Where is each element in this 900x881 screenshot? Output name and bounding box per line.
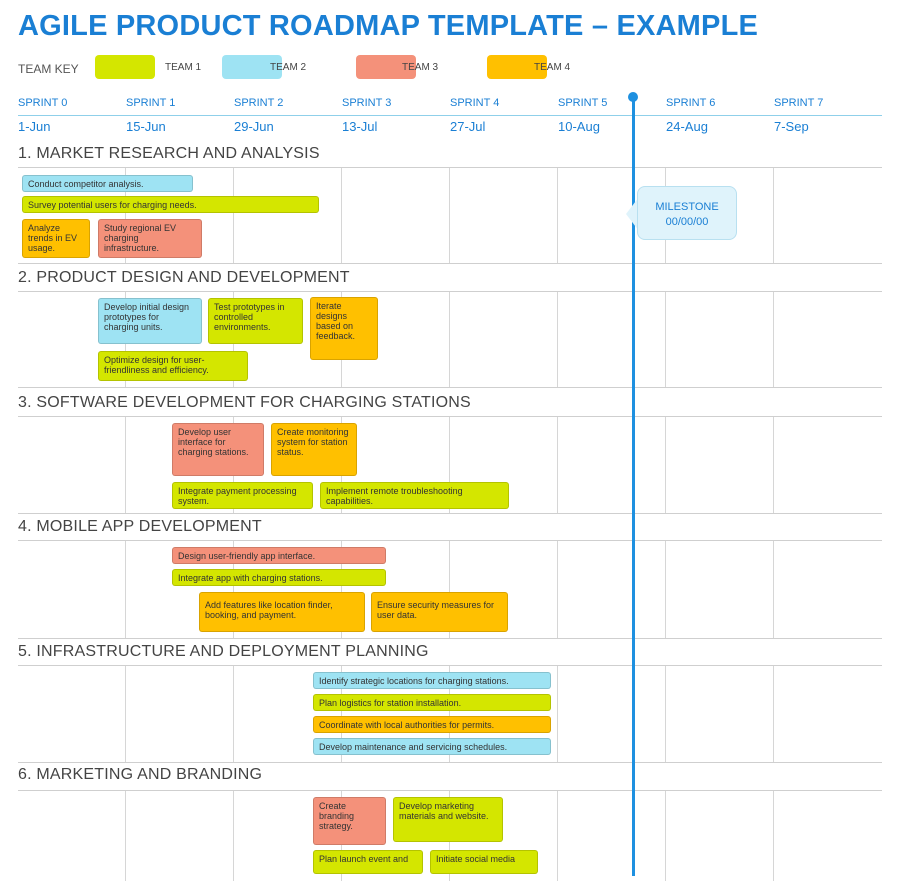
header-divider: [18, 115, 882, 116]
task-card[interactable]: Plan launch event and: [313, 850, 423, 874]
section-grid: Identify strategic locations for chargin…: [18, 665, 882, 763]
sprint-7-date: 7-Sep: [774, 119, 809, 134]
milestone-callout-arrow: [626, 197, 639, 231]
task-card[interactable]: Create branding strategy.: [313, 797, 386, 845]
sprint-6-date: 24-Aug: [666, 119, 708, 134]
milestone-callout[interactable]: MILESTONE 00/00/00: [637, 186, 737, 240]
task-card[interactable]: Study regional EV charging infrastructur…: [98, 219, 202, 258]
section-grid: Design user-friendly app interface. Inte…: [18, 540, 882, 639]
task-card[interactable]: Identify strategic locations for chargin…: [313, 672, 551, 689]
team-2-label: TEAM 2: [270, 62, 307, 73]
section-title: 2. PRODUCT DESIGN AND DEVELOPMENT: [18, 269, 350, 286]
team-1-label: TEAM 1: [165, 62, 202, 73]
task-card[interactable]: Design user-friendly app interface.: [172, 547, 386, 564]
sprint-4-date: 27-Jul: [450, 119, 486, 134]
team-1-swatch: [95, 55, 155, 79]
task-card[interactable]: Conduct competitor analysis.: [22, 175, 193, 192]
team-3-swatch: [356, 55, 416, 79]
sprint-5-name: SPRINT 5: [558, 97, 608, 109]
team-2-swatch: [222, 55, 282, 79]
sprint-2-name: SPRINT 2: [234, 97, 284, 109]
task-card[interactable]: Ensure security measures for user data.: [371, 592, 508, 632]
sprint-6-name: SPRINT 6: [666, 97, 716, 109]
task-card[interactable]: Create monitoring system for station sta…: [271, 423, 357, 476]
page-title: AGILE PRODUCT ROADMAP TEMPLATE – EXAMPLE: [18, 10, 759, 42]
team-4-swatch: [487, 55, 547, 79]
task-card[interactable]: Add features like location finder, booki…: [199, 592, 365, 632]
team-key-label: TEAM KEY: [18, 62, 79, 76]
task-card[interactable]: Iterate designs based on feedback.: [310, 297, 378, 360]
task-card[interactable]: Optimize design for user-friendliness an…: [98, 351, 248, 381]
task-card[interactable]: Implement remote troubleshooting capabil…: [320, 482, 509, 509]
sprint-4-name: SPRINT 4: [450, 97, 500, 109]
section-title: 6. MARKETING AND BRANDING: [18, 766, 263, 783]
task-card[interactable]: Coordinate with local authorities for pe…: [313, 716, 551, 733]
section-grid: Conduct competitor analysis. Survey pote…: [18, 167, 882, 264]
section-title: 1. MARKET RESEARCH AND ANALYSIS: [18, 145, 320, 162]
task-card[interactable]: Analyze trends in EV usage.: [22, 219, 90, 258]
task-card[interactable]: Integrate app with charging stations.: [172, 569, 386, 586]
section-grid: Develop initial design prototypes for ch…: [18, 291, 882, 388]
sprint-3-name: SPRINT 3: [342, 97, 392, 109]
sprint-0-name: SPRINT 0: [18, 97, 68, 109]
task-card[interactable]: Develop user interface for charging stat…: [172, 423, 264, 476]
sprint-2-date: 29-Jun: [234, 119, 274, 134]
milestone-marker: [628, 92, 638, 102]
team-4-label: TEAM 4: [534, 62, 571, 73]
sprint-1-date: 15-Jun: [126, 119, 166, 134]
sprint-3-date: 13-Jul: [342, 119, 378, 134]
milestone-date: 00/00/00: [665, 216, 709, 228]
team-3-label: TEAM 3: [402, 62, 439, 73]
sprint-1-name: SPRINT 1: [126, 97, 176, 109]
section-title: 3. SOFTWARE DEVELOPMENT FOR CHARGING STA…: [18, 394, 471, 411]
sprint-7-name: SPRINT 7: [774, 97, 824, 109]
sprint-0-date: 1-Jun: [18, 119, 51, 134]
task-card[interactable]: Initiate social media: [430, 850, 538, 874]
section-title: 5. INFRASTRUCTURE AND DEPLOYMENT PLANNIN…: [18, 643, 429, 660]
task-card[interactable]: Develop maintenance and servicing schedu…: [313, 738, 551, 755]
task-card[interactable]: Plan logistics for station installation.: [313, 694, 551, 711]
task-card[interactable]: Test prototypes in controlled environmen…: [208, 298, 303, 344]
milestone-line: [632, 96, 635, 876]
task-card[interactable]: Develop initial design prototypes for ch…: [98, 298, 202, 344]
sprint-5-date: 10-Aug: [558, 119, 600, 134]
task-card[interactable]: Survey potential users for charging need…: [22, 196, 319, 213]
section-title: 4. MOBILE APP DEVELOPMENT: [18, 518, 262, 535]
section-grid: Create branding strategy. Develop market…: [18, 790, 882, 881]
milestone-label: MILESTONE: [655, 201, 719, 213]
task-card[interactable]: Integrate payment processing system.: [172, 482, 313, 509]
task-card[interactable]: Develop marketing materials and website.: [393, 797, 503, 842]
section-grid: Develop user interface for charging stat…: [18, 416, 882, 514]
